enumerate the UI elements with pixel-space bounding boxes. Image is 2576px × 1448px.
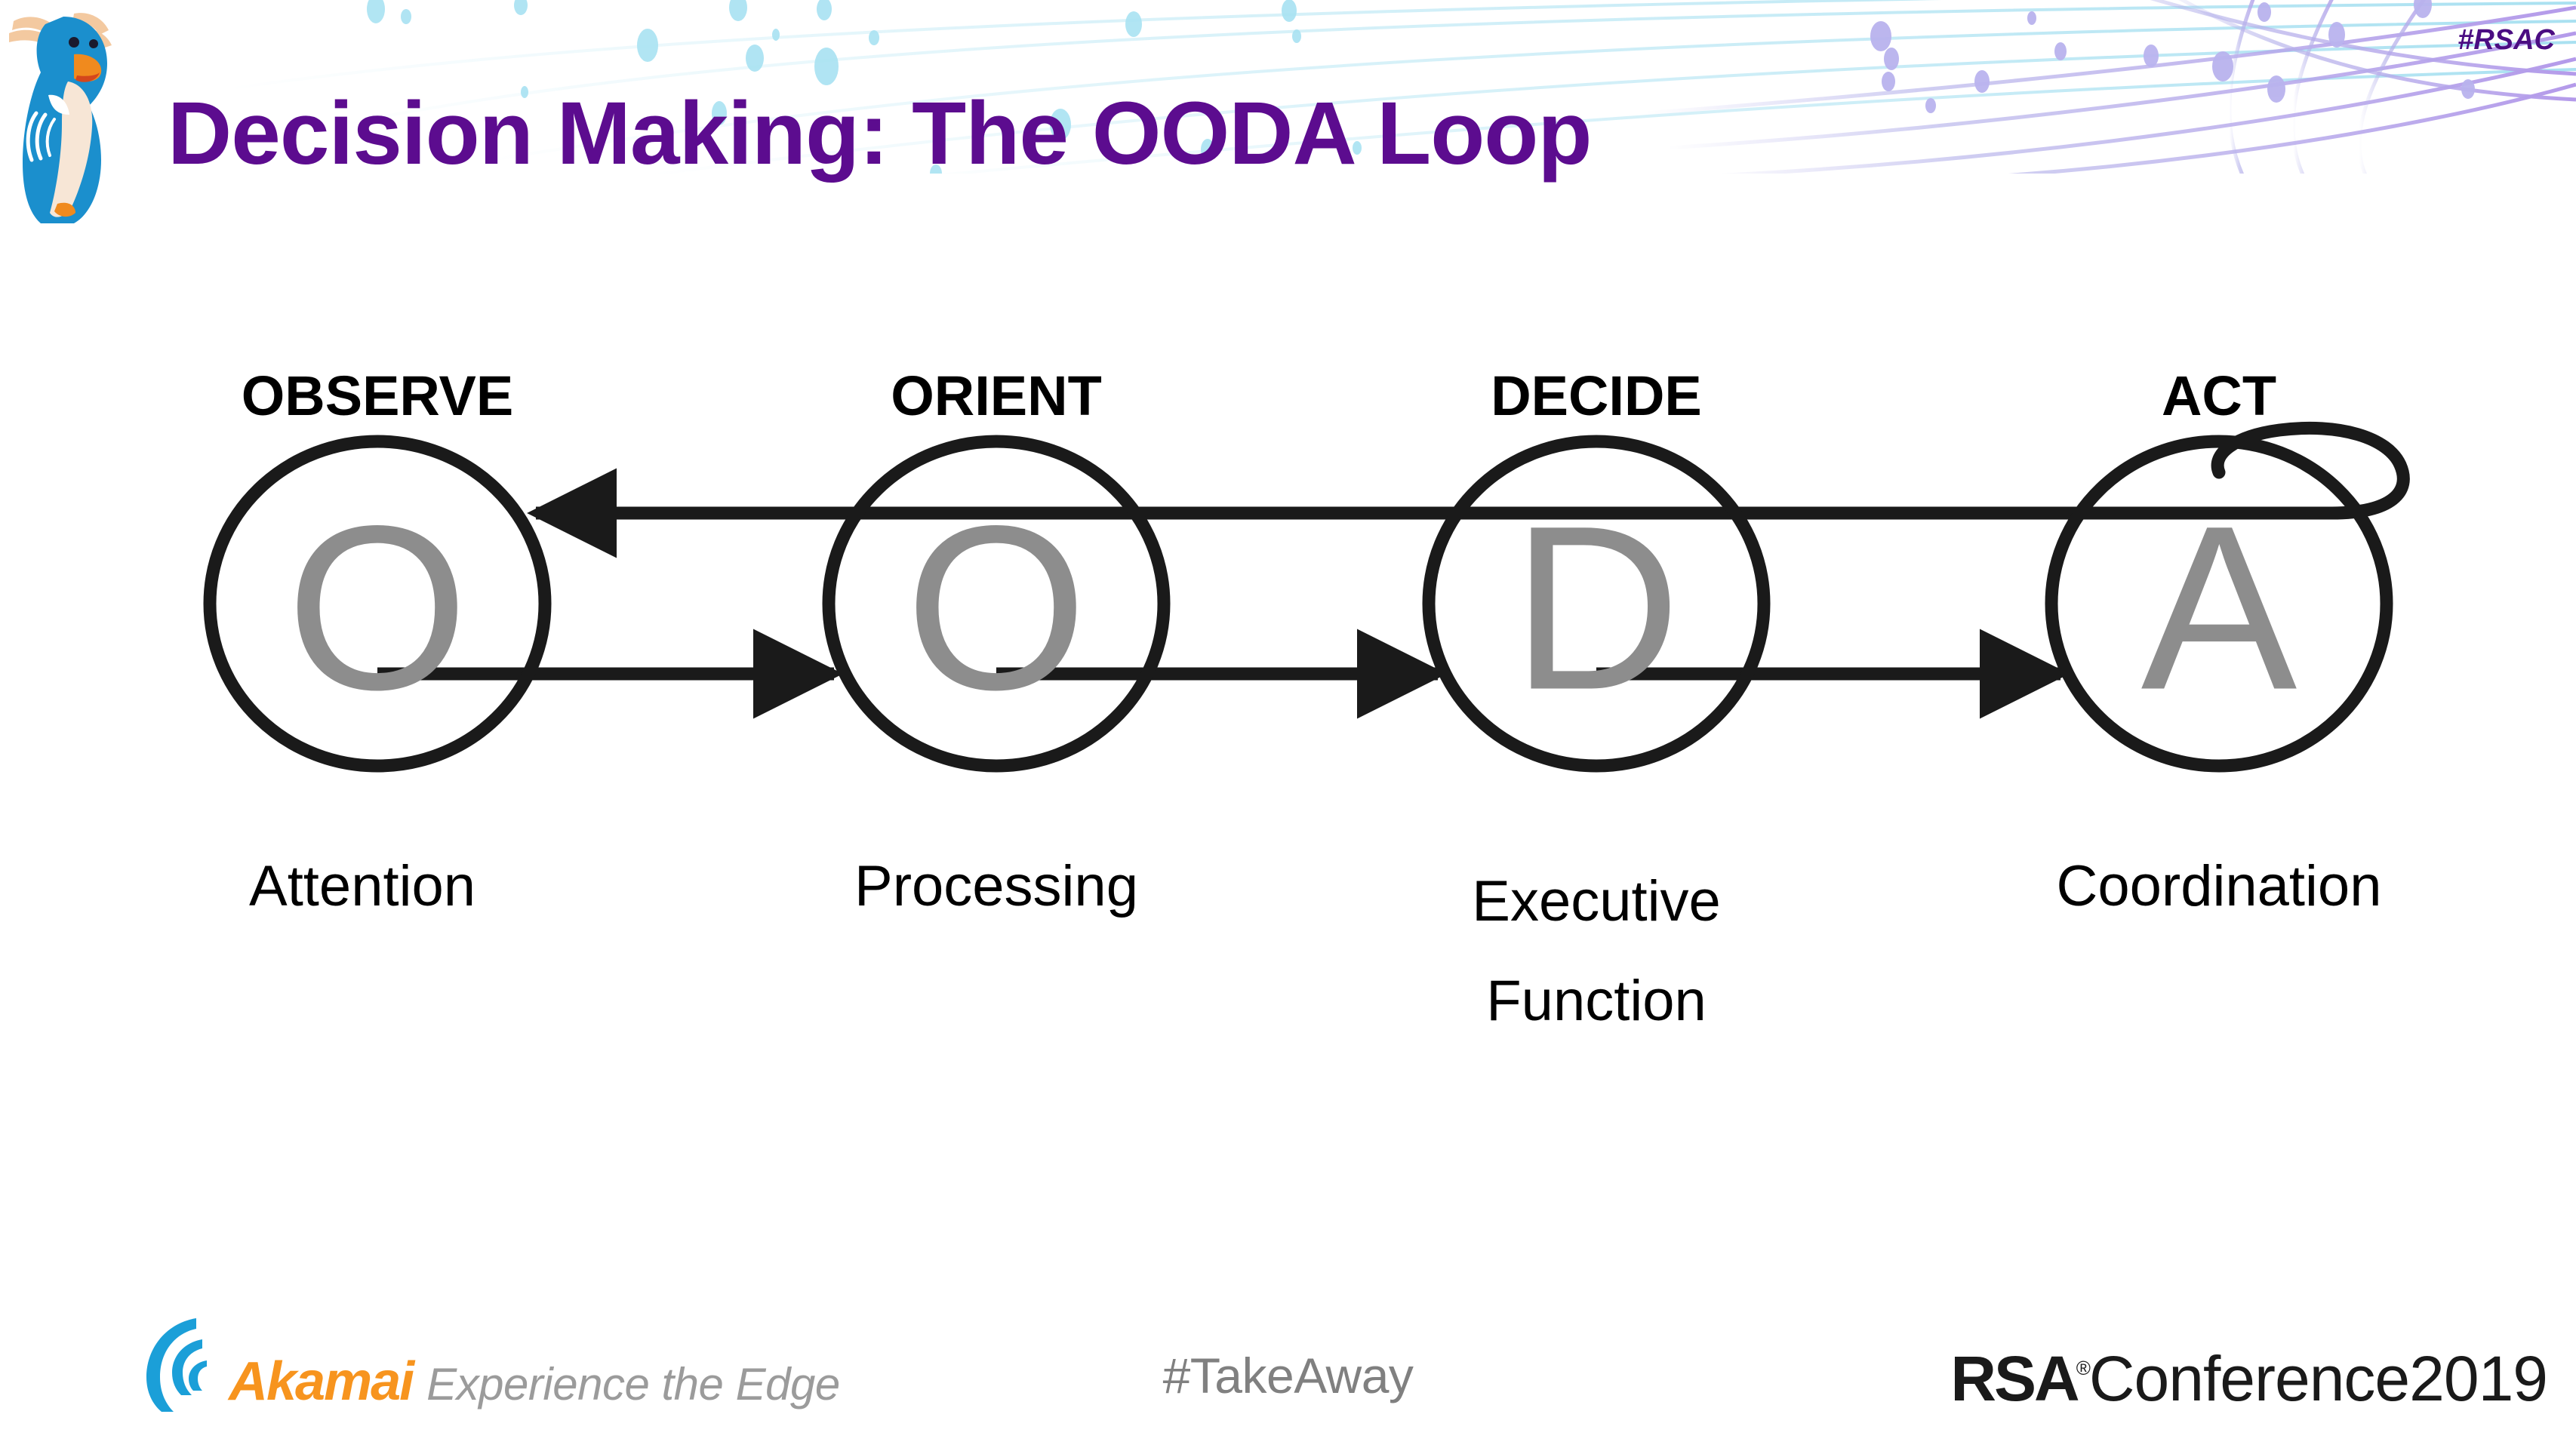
rsa-bold-text: RSA (1950, 1343, 2079, 1414)
stage-letter-decide: D (1512, 477, 1681, 739)
ooda-loop-diagram: OBSERVE ORIENT DECIDE ACT O O D A Attent… (203, 364, 2410, 1033)
stage-caption-processing: Processing (854, 854, 1138, 918)
registered-trademark-icon: ® (2076, 1357, 2091, 1379)
rsa-conference-logo: RSA ® Conference2019 (1950, 1343, 2548, 1414)
purple-node-dots (1870, 0, 2475, 113)
stage-node-orient: O (822, 435, 1171, 773)
stage-caption-executive: Executive (1472, 869, 1721, 933)
penguin-body (23, 17, 107, 223)
takeaway-hashtag: #TakeAway (1162, 1348, 1414, 1403)
stage-node-decide: D (1422, 435, 1771, 773)
rsac-hashtag: #RSAC (2458, 24, 2555, 56)
stage-letter-orient: O (905, 477, 1087, 739)
stage-heading-act: ACT (2162, 364, 2276, 427)
page-title: Decision Making: The OODA Loop (168, 84, 1592, 183)
stage-caption-coordination: Coordination (2057, 854, 2382, 918)
slide-footer: Akamai Experience the Edge #TakeAway RSA… (0, 1305, 2576, 1448)
stage-heading-orient: ORIENT (891, 364, 1102, 427)
stage-node-observe: O (203, 435, 552, 773)
akamai-logo: Akamai Experience the Edge (140, 1354, 840, 1409)
stage-caption-attention: Attention (249, 854, 475, 918)
akamai-wave-icon (146, 1318, 207, 1412)
rockhopper-penguin-mascot-icon (9, 13, 112, 223)
purple-network-group (1645, 0, 2576, 174)
stage-heading-observe: OBSERVE (242, 364, 514, 427)
stage-caption-function: Function (1486, 969, 1707, 1033)
stage-node-act: A (2045, 435, 2393, 773)
stage-heading-decide: DECIDE (1491, 364, 1702, 427)
akamai-tagline: Experience the Edge (426, 1359, 840, 1410)
stage-letter-observe: O (286, 477, 468, 739)
akamai-brand-text: Akamai (229, 1351, 414, 1412)
stage-letter-act: A (2141, 477, 2298, 739)
rsa-conference-year-text: Conference2019 (2088, 1343, 2548, 1414)
